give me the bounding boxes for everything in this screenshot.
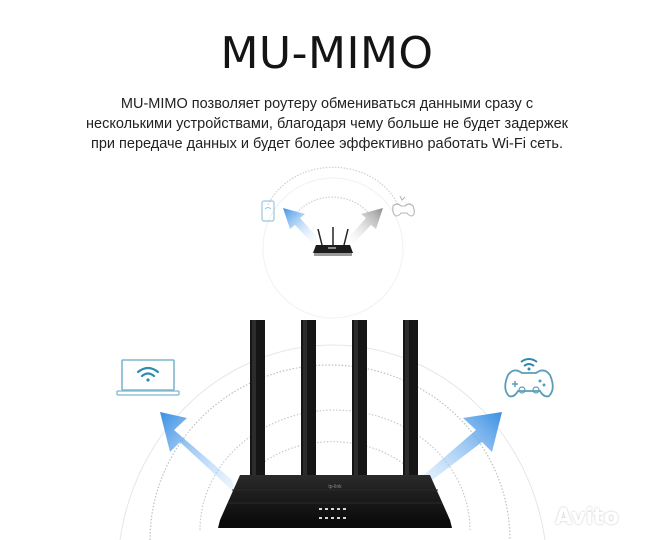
description: MU-MIMO позволяет роутеру обмениваться д… [60,94,594,154]
description-line: MU-MIMO позволяет роутеру обмениваться д… [120,96,534,112]
svg-text:tp-link: tp-link [328,484,342,490]
description-line: при передаче данных и будет более эффект… [90,136,564,152]
blue-arrow [283,208,318,244]
router-icon: tp-link [218,320,452,528]
large-diagram: tp-link [116,320,554,540]
gamepad-icon [504,358,554,398]
gray-arrow [348,208,383,244]
blue-arrow-right [414,412,502,494]
small-diagram [261,166,415,319]
page-title: MU-MIMO [220,28,434,79]
phone-icon [261,200,275,222]
description-line: несколькими устройствами, благодаря чему… [86,116,568,132]
router-icon [313,227,353,256]
gamepad-icon [392,195,415,217]
avito-watermark: Avito [555,505,619,530]
laptop-icon [116,359,180,396]
blue-arrow-left [160,412,236,494]
